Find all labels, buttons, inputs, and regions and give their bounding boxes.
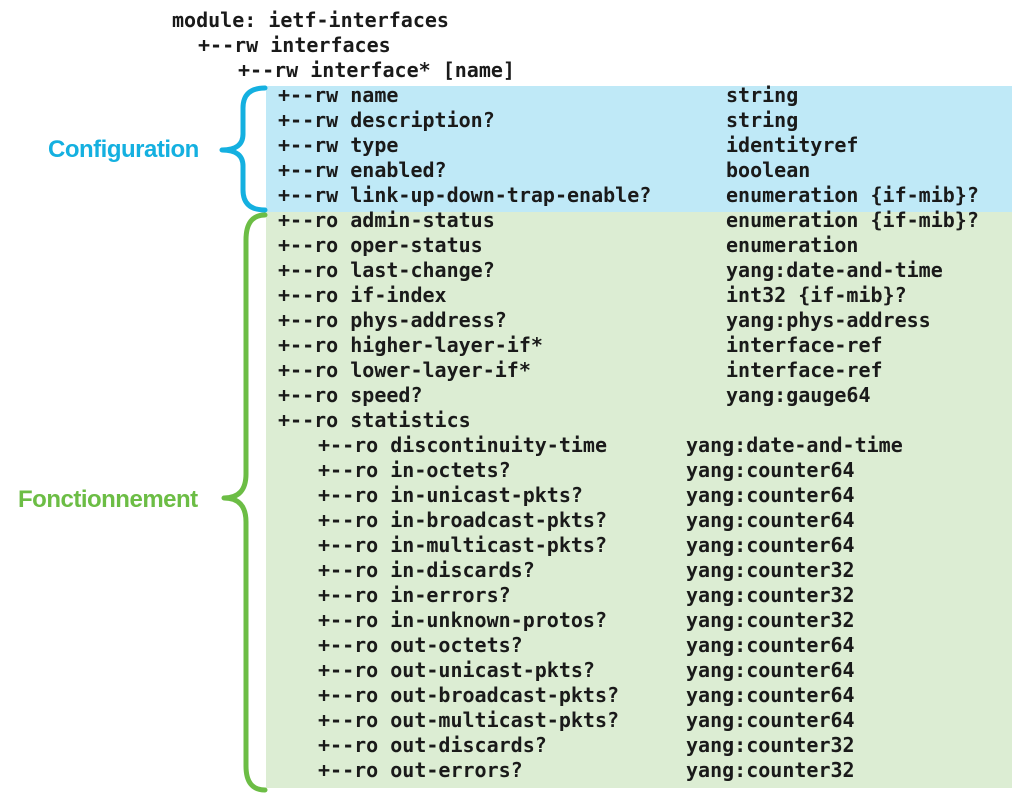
- configuration-brace: [219, 85, 268, 213]
- node-name: +--ro out-errors?: [318, 758, 523, 782]
- node-type: enumeration {if-mib}?: [726, 183, 979, 207]
- node-type: interface-ref: [726, 333, 883, 357]
- node-name: +--ro lower-layer-if*: [278, 358, 531, 382]
- node-name: +--ro discontinuity-time: [318, 433, 607, 457]
- node-type: yang:counter64: [686, 633, 855, 657]
- node-type: yang:phys-address: [726, 308, 931, 332]
- node-name: +--ro out-multicast-pkts?: [318, 708, 620, 732]
- node-name: +--ro out-broadcast-pkts?: [318, 683, 620, 707]
- node-name: +--ro in-multicast-pkts?: [318, 533, 607, 557]
- node-name: +--ro last-change?: [278, 258, 495, 282]
- node-type: yang:counter64: [686, 508, 855, 532]
- node-name: +--ro in-octets?: [318, 458, 511, 482]
- node-name: +--ro in-broadcast-pkts?: [318, 508, 607, 532]
- interfaces-container-line: +--rw interfaces: [198, 33, 391, 57]
- node-type: yang:counter32: [686, 558, 855, 582]
- node-name: +--rw name: [278, 83, 399, 107]
- configuration-band: [266, 86, 1012, 212]
- node-name: +--ro admin-status: [278, 208, 495, 232]
- node-name: +--ro phys-address?: [278, 308, 507, 332]
- node-type: yang:counter32: [686, 733, 855, 757]
- node-type: yang:counter64: [686, 533, 855, 557]
- node-type: interface-ref: [726, 358, 883, 382]
- node-name: +--ro out-unicast-pkts?: [318, 658, 595, 682]
- node-name: +--ro in-unicast-pkts?: [318, 483, 583, 507]
- node-type: string: [726, 108, 799, 132]
- node-type: yang:counter32: [686, 608, 855, 632]
- node-type: enumeration: [726, 233, 859, 257]
- node-name: +--ro speed?: [278, 383, 423, 407]
- node-name: +--ro in-discards?: [318, 558, 535, 582]
- node-name: +--ro in-errors?: [318, 583, 511, 607]
- node-type: yang:counter64: [686, 708, 855, 732]
- node-name: +--ro out-octets?: [318, 633, 523, 657]
- node-type: identityref: [726, 133, 859, 157]
- node-name: +--rw enabled?: [278, 158, 447, 182]
- operational-brace: [221, 212, 268, 793]
- node-name: +--rw type: [278, 133, 399, 157]
- node-type: yang:counter64: [686, 658, 855, 682]
- node-type: string: [726, 83, 799, 107]
- node-type: yang:counter64: [686, 483, 855, 507]
- node-type: yang:counter32: [686, 583, 855, 607]
- node-type: enumeration {if-mib}?: [726, 208, 979, 232]
- node-name: +--ro out-discards?: [318, 733, 547, 757]
- node-name: +--ro statistics: [278, 408, 471, 432]
- node-type: boolean: [726, 158, 811, 182]
- node-type: yang:counter64: [686, 458, 855, 482]
- node-name: +--ro in-unknown-protos?: [318, 608, 607, 632]
- operational-band: [266, 212, 1012, 788]
- node-name: +--ro if-index: [278, 283, 447, 307]
- node-type: yang:counter64: [686, 683, 855, 707]
- node-name: +--ro oper-status: [278, 233, 483, 257]
- node-name: +--ro higher-layer-if*: [278, 333, 543, 357]
- node-type: yang:date-and-time: [686, 433, 903, 457]
- configuration-label: Configuration: [48, 136, 199, 163]
- node-type: int32 {if-mib}?: [726, 283, 907, 307]
- node-type: yang:date-and-time: [726, 258, 943, 282]
- node-name: +--rw description?: [278, 108, 495, 132]
- interface-list-line: +--rw interface* [name]: [238, 58, 515, 82]
- module-line: module: ietf-interfaces: [172, 8, 449, 32]
- node-type: yang:gauge64: [726, 383, 871, 407]
- node-name: +--rw link-up-down-trap-enable?: [278, 183, 652, 207]
- operational-label: Fonctionnement: [18, 486, 198, 513]
- node-type: yang:counter32: [686, 758, 855, 782]
